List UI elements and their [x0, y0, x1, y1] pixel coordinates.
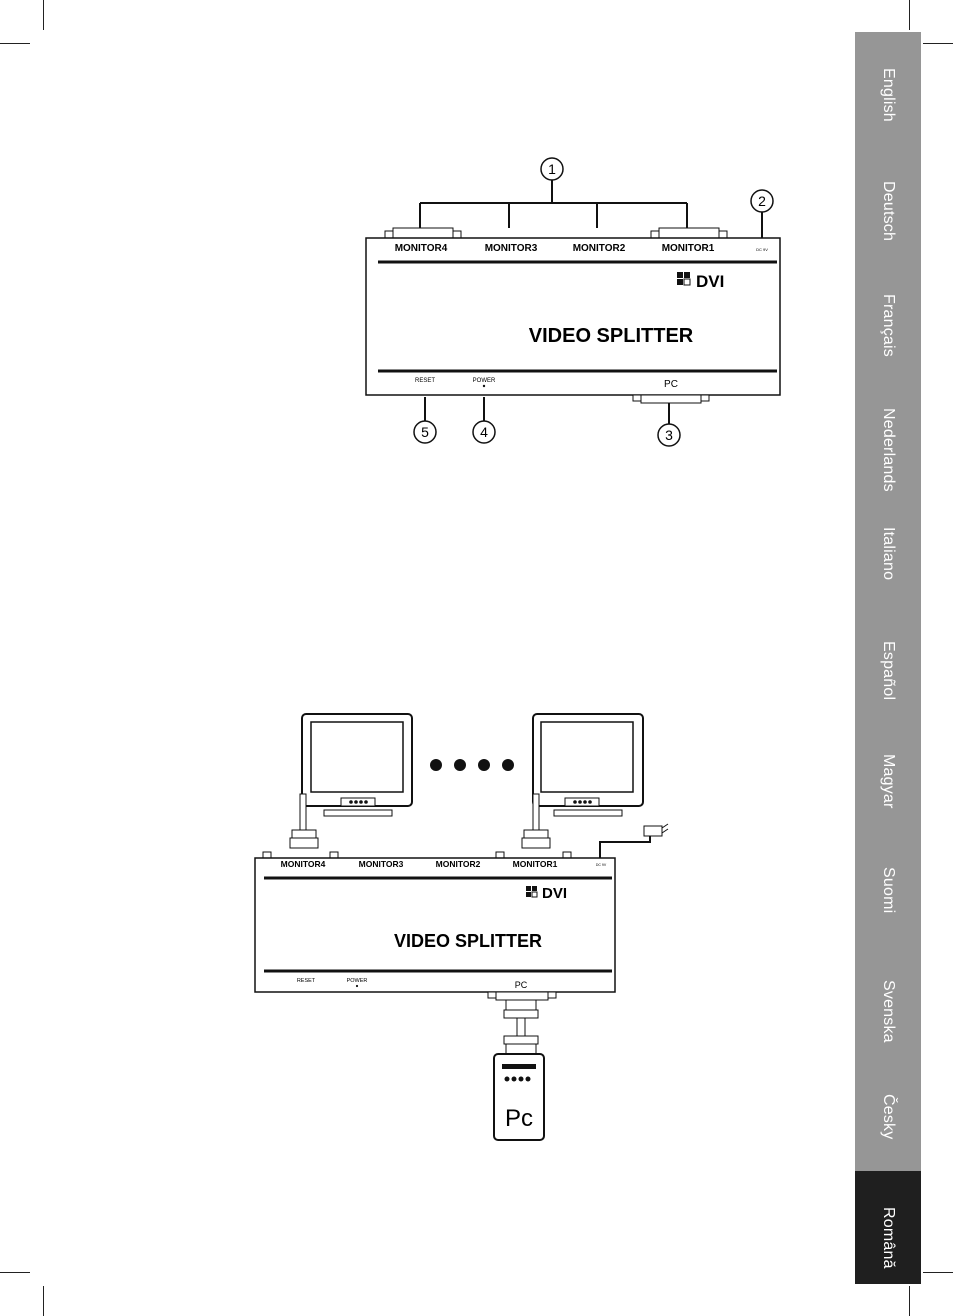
crop-mark: [923, 43, 953, 44]
tab-romana[interactable]: Română: [855, 1171, 921, 1284]
brand-logo: DVI: [542, 885, 567, 902]
reset-label: RESET: [297, 978, 316, 984]
callout-2: 2: [751, 190, 773, 212]
svg-text:1: 1: [548, 161, 556, 177]
svg-text:4: 4: [480, 424, 488, 440]
port-label: MONITOR3: [485, 243, 538, 254]
tab-deutsch[interactable]: Deutsch: [855, 145, 921, 258]
tab-italiano[interactable]: Italiano: [855, 491, 921, 604]
reset-label: RESET: [415, 378, 435, 384]
language-tabs: English Deutsch Français Nederlands Ital…: [855, 32, 921, 1284]
svg-text:3: 3: [665, 427, 673, 443]
tab-suomi[interactable]: Suomi: [855, 831, 921, 944]
callout-4: 4: [473, 421, 495, 443]
callout-5: 5: [414, 421, 436, 443]
dc-label: DC 9V: [756, 247, 768, 252]
pc-label: Pc: [505, 1105, 533, 1132]
power-adapter-icon: [600, 824, 668, 860]
tab-label: English: [879, 68, 897, 122]
monitor-icon: [533, 714, 643, 816]
device-title: VIDEO SPLITTER: [529, 325, 694, 347]
crop-mark: [43, 1286, 44, 1316]
setup-diagram: MONITOR4 MONITOR3 MONITOR2 MONITOR1 DC 9…: [0, 690, 850, 1160]
crop-mark: [909, 0, 910, 30]
power-label: POWER: [347, 978, 368, 984]
port-label: MONITOR4: [395, 243, 448, 254]
callout-1: 1: [541, 158, 563, 180]
callout-3: 3: [658, 424, 680, 446]
tab-label: Česky: [879, 1094, 897, 1139]
ellipsis-icon: [430, 759, 514, 771]
svg-text:5: 5: [421, 424, 429, 440]
crop-mark: [0, 1272, 30, 1273]
tab-label: Svenska: [879, 980, 897, 1043]
tab-label: Magyar: [879, 754, 897, 809]
brand-logo: DVI: [696, 272, 724, 291]
tab-cesky[interactable]: Česky: [855, 1058, 921, 1171]
monitor-icon: [302, 714, 412, 816]
dc-label: DC 9V: [596, 863, 607, 867]
port-label: MONITOR1: [662, 243, 715, 254]
crop-mark: [909, 1286, 910, 1316]
device-diagram: 1 2 MONITOR4 MONITOR3 MONITOR2 MONITOR1 …: [0, 0, 850, 480]
tab-nederlands[interactable]: Nederlands: [855, 372, 921, 492]
port-label: MONITOR2: [573, 243, 626, 254]
power-led: [483, 385, 485, 387]
tab-magyar[interactable]: Magyar: [855, 718, 921, 831]
crop-mark: [923, 1272, 953, 1273]
port-label: MONITOR2: [436, 859, 481, 869]
pc-port-label: PC: [515, 980, 528, 990]
tab-label: Français: [879, 294, 897, 357]
port-label: MONITOR1: [513, 859, 558, 869]
port-label: MONITOR3: [359, 859, 404, 869]
tab-label: Deutsch: [879, 181, 897, 241]
device-title: VIDEO SPLITTER: [394, 931, 542, 951]
tab-label: Română: [879, 1207, 897, 1269]
tab-francais[interactable]: Français: [855, 258, 921, 371]
tab-svenska[interactable]: Svenska: [855, 944, 921, 1057]
port-label: MONITOR4: [281, 859, 326, 869]
tab-label: Italiano: [879, 527, 897, 580]
tab-label: Suomi: [879, 867, 897, 913]
tab-espanol[interactable]: Español: [855, 605, 921, 718]
tab-label: Nederlands: [879, 408, 897, 492]
tab-english[interactable]: English: [855, 32, 921, 145]
tab-label: Español: [879, 641, 897, 700]
svg-text:2: 2: [758, 193, 766, 209]
power-led: [356, 985, 358, 987]
pc-port-label: PC: [664, 379, 678, 390]
cable-connector-icon: [488, 992, 556, 1054]
power-label: POWER: [473, 378, 496, 384]
